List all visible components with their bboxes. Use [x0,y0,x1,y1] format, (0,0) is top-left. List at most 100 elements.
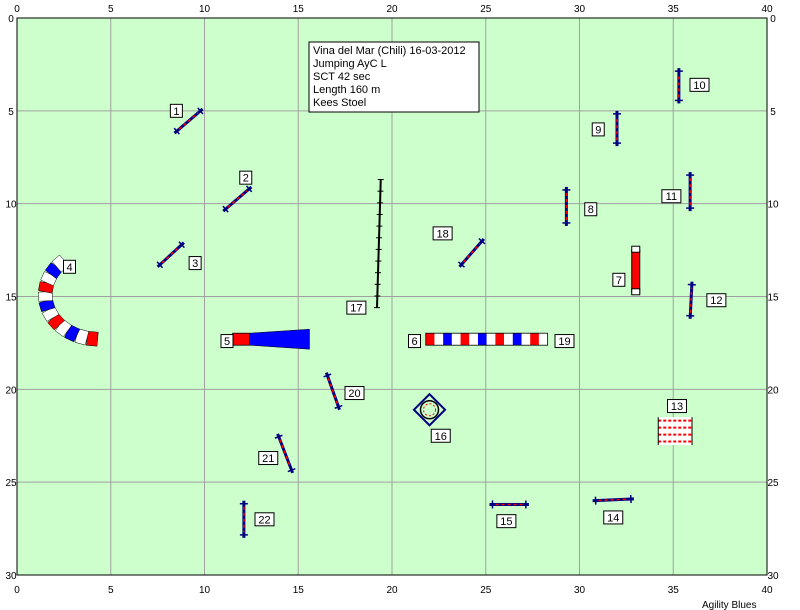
info-class: Jumping AyC L [313,58,387,70]
jump-bar [227,190,248,208]
tunnel-segment [460,333,470,346]
number-box [612,272,626,287]
number-box [344,386,365,401]
tunnel-segment [469,333,478,346]
jump-22 [239,500,248,538]
number-text: 9 [595,124,601,136]
tunnel-6 [425,332,549,346]
x-tick-bottom-40: 40 [761,585,773,596]
x-tick-top-5: 5 [108,4,114,15]
tunnel-segment [451,333,461,346]
number-box [432,226,453,241]
number-box [188,256,202,271]
x-tick-bottom-35: 35 [668,585,680,596]
obstacle-number-20: 20 [344,386,365,401]
y-tick-left-5: 5 [8,107,14,118]
weave-poles [374,179,384,309]
tire [412,392,447,427]
tunnel-segment [504,333,513,346]
jump-bar [161,246,180,264]
jump-wing [197,107,204,115]
long-jump-area [658,417,692,446]
jump-bar [689,287,693,313]
number-text: 6 [411,336,417,348]
jump-wing [178,241,185,249]
brand-label: Agility Blues [702,600,756,610]
wall [631,245,641,296]
x-tick-bottom-15: 15 [293,585,305,596]
jump-bar [462,242,481,263]
number-text: 12 [710,295,722,307]
jump-21 [274,433,296,474]
x-tick-bottom-25: 25 [480,585,492,596]
y-tick-right-10: 10 [767,200,779,211]
number-box [430,428,451,443]
number-box [254,512,275,527]
obstacle-number-5: 5 [220,334,234,349]
y-tick-right-20: 20 [767,385,779,396]
obstacle-number-8: 8 [584,202,598,217]
chute-cloth [249,328,310,350]
jump-12 [686,281,696,319]
jump-wing [245,185,253,193]
obstacle-number-1: 1 [169,103,183,118]
jump-wing [457,261,465,268]
tunnel-segment [74,328,90,346]
number-text: 4 [66,262,72,274]
obstacle-number-22: 22 [254,512,275,527]
number-box [239,170,253,185]
jump-15 [489,500,529,509]
tunnel-segment [530,333,539,346]
x-tick-top-40: 40 [761,4,773,15]
y-tick-right-5: 5 [770,107,776,118]
jump-18 [457,237,486,268]
x-tick-top-15: 15 [293,4,305,15]
info-length: Length 160 m [313,84,380,96]
y-tick-left-30: 30 [5,571,17,582]
tunnel-segment [538,333,548,346]
y-tick-right-15: 15 [767,293,779,304]
jump-bar [327,378,339,405]
tunnel-segment [37,291,53,302]
tunnel-segment [495,333,505,346]
info-sct: SCT 42 sec [313,71,371,83]
number-box [554,334,575,349]
tunnel-segment [47,312,65,331]
number-text: 2 [243,173,249,185]
number-text: 18 [437,228,449,240]
obstacle-number-11: 11 [661,189,682,204]
number-box [667,399,687,414]
jump-11 [686,172,695,212]
number-text: 19 [558,336,570,348]
y-tick-right-30: 30 [767,571,779,582]
number-box [584,202,598,217]
tunnel-segment [38,298,56,313]
obstacle-number-14: 14 [603,510,624,524]
number-box [706,293,727,308]
number-box [346,300,367,315]
jump-wing [323,373,332,378]
obstacle-number-21: 21 [258,451,279,466]
obstacle-number-3: 3 [188,256,202,271]
tunnel-segment [512,333,522,346]
wall-body [631,249,641,294]
number-text: 10 [693,80,705,92]
jump-wing [222,205,229,213]
obstacle-number-10: 10 [689,77,710,92]
x-tick-bottom-30: 30 [574,585,586,596]
number-box [591,122,605,137]
tunnel-segment [41,305,60,322]
info-venue: Vina del Mar (Chili) 16-03-2012 [313,45,466,57]
jump-9 [613,110,621,147]
number-box [220,334,234,349]
obstacle-number-2: 2 [239,170,253,185]
chute [232,328,310,350]
obstacle-number-18: 18 [432,226,453,241]
tunnel-segment [486,333,496,346]
x-tick-bottom-5: 5 [108,585,114,596]
jump-14 [592,494,634,505]
jump-bar [279,439,292,468]
number-text: 13 [671,401,683,413]
y-tick-left-15: 15 [5,293,17,304]
